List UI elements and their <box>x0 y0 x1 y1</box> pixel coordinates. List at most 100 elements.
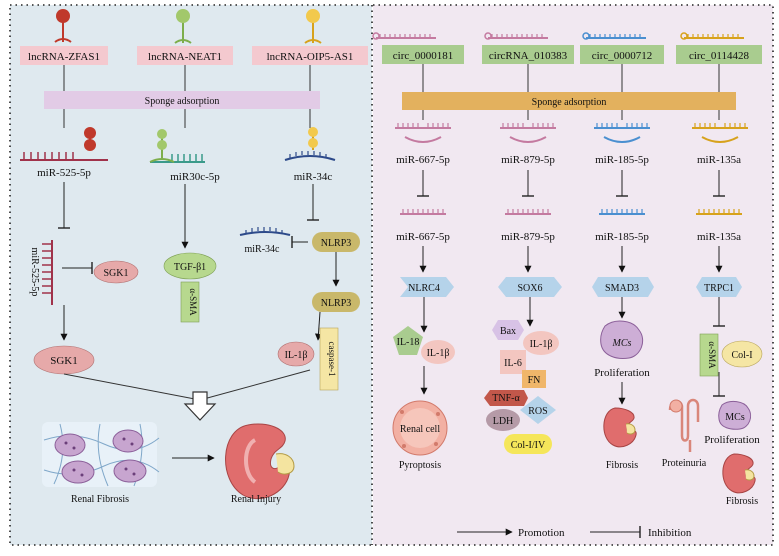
nlrp3-bottom-label: NLRP3 <box>321 298 352 309</box>
nlrp3-top-label: NLRP3 <box>321 238 352 249</box>
mir-667-5p-mid-label: miR-667-5p <box>396 231 450 243</box>
mir-667-free-icon <box>400 209 446 215</box>
circ-0000712-icon <box>582 32 646 40</box>
mcs-cell-icon-col3 <box>600 320 644 359</box>
smad3-node <box>592 277 654 297</box>
trpc1-label: TRPC1 <box>704 283 734 294</box>
circ-0114428-box <box>676 45 762 64</box>
inhibition-lines-top <box>417 170 725 197</box>
col-i-label: Col-I <box>731 350 752 361</box>
renal-cell-icon <box>392 400 448 456</box>
circ-0114428-icon <box>680 32 744 40</box>
renal-fibrosis-label: Renal Fibrosis <box>71 494 129 505</box>
lncrna-neat1-box <box>137 46 233 65</box>
il-1b-label-col2: IL-1β <box>530 339 553 350</box>
mir-879-free-icon <box>505 209 551 215</box>
fn-node <box>522 370 546 388</box>
tgf-b1-label: TGF-β1 <box>174 262 206 273</box>
lncrna-zfas1-label: lncRNA-ZFAS1 <box>28 51 100 63</box>
mcs-label-col3: MCs <box>612 338 632 349</box>
il-1b-node-left <box>277 341 315 367</box>
il-18-label: IL-18 <box>397 337 420 348</box>
kidney-icon-col4 <box>722 453 756 494</box>
col-i-node <box>721 340 763 368</box>
hollow-down-arrow-icon <box>183 391 217 421</box>
fn-label: FN <box>528 375 541 386</box>
sponge-adsorption-label-left: Sponge adsorption <box>145 96 220 107</box>
mir30c-5p-label: miR30c-5p <box>170 171 220 183</box>
tnf-a-node <box>484 390 528 406</box>
sgk1-node <box>93 260 139 284</box>
ldh-label: LDH <box>493 416 514 427</box>
mir-667-bound-icon <box>395 123 451 143</box>
sponge-adsorption-bar-left <box>44 91 320 109</box>
mir-525-vertical-icon <box>42 240 53 305</box>
caspase-1-label: caspase-1 <box>327 342 337 377</box>
promotion-label: Promotion <box>518 527 565 539</box>
mir-879-5p-mid-label: miR-879-5p <box>501 231 555 243</box>
mcs-label-col4: MCs <box>725 412 745 423</box>
fibrosis-label-col4: Fibrosis <box>726 496 758 507</box>
sgk1-label: SGK1 <box>103 268 128 279</box>
circrna-010383-icon <box>484 32 548 40</box>
fibrosis-label-col3: Fibrosis <box>606 460 638 471</box>
nephron-icon <box>668 398 700 452</box>
renal-fibrosis-icon <box>42 422 160 487</box>
tgf-b1-node <box>163 252 217 280</box>
mir-525-5p-vertical-label: miR-525-5p <box>29 248 40 297</box>
mir-525-bound-icon <box>20 127 108 161</box>
circ-0000181-box <box>382 45 464 64</box>
caspase-1-node <box>319 327 339 391</box>
a-sma-label-left: α-SMA <box>188 288 198 316</box>
mir-185-5p-mid-label: miR-185-5p <box>595 231 649 243</box>
sponge-adsorption-bar-right <box>402 92 736 110</box>
mir-135a-free-icon <box>696 209 742 215</box>
lncrna-neat1-label: lncRNA-NEAT1 <box>148 51 222 63</box>
bax-node <box>492 320 524 340</box>
nlrc4-node <box>400 277 454 297</box>
mir-34c-bound-label: miR-34c <box>245 244 281 255</box>
mir-185-5p-top-label: miR-185-5p <box>595 154 649 166</box>
a-sma-node-right <box>699 333 719 377</box>
mir-667-5p-top-label: miR-667-5p <box>396 154 450 166</box>
circ-0114428-label: circ_0114428 <box>689 50 750 62</box>
kidney-icon-col3 <box>603 407 637 448</box>
il-18-node <box>393 326 423 355</box>
il-6-node <box>500 350 526 374</box>
inhibition-label: Inhibition <box>648 527 692 539</box>
mir-185-bound-icon <box>594 123 650 143</box>
mir-135a-mid-label: miR-135a <box>697 231 741 243</box>
a-sma-node-left <box>180 281 200 323</box>
mcs-cell-icon-col4 <box>718 400 752 430</box>
circrna-010383-label: circRNA_010383 <box>489 50 568 62</box>
nlrc4-label: NLRC4 <box>408 283 440 294</box>
mir-525-5p-label: miR-525-5p <box>37 167 91 179</box>
outer-dotted-border <box>9 4 774 546</box>
kidney-icon <box>225 423 295 500</box>
tnf-a-label: TNF-α <box>492 393 520 404</box>
il-1b-label-left: IL-1β <box>285 350 308 361</box>
mir-879-bound-icon <box>500 123 556 143</box>
pyroptosis-label: Pyroptosis <box>399 460 441 471</box>
il-1b-node-col2 <box>523 331 559 355</box>
renal-cell-label: Renal cell <box>400 424 440 435</box>
circ-0000712-label: circ_0000712 <box>592 50 652 62</box>
proliferation-label-col4: Proliferation <box>704 434 760 446</box>
col-i-iv-label: Col-I/IV <box>511 440 546 451</box>
nlrp3-top-node <box>312 232 360 252</box>
proliferation-label-col3: Proliferation <box>594 367 650 379</box>
mir34c-bound-icon <box>284 127 336 161</box>
sgk1-bottom-label: SGK1 <box>50 355 78 367</box>
lncrna-oip5-hairpin-icon <box>304 9 322 44</box>
mir-879-5p-top-label: miR-879-5p <box>501 154 555 166</box>
mir-135a-top-label: miR-135a <box>697 154 741 166</box>
circ-0000181-icon <box>372 32 436 40</box>
trpc1-node <box>696 277 742 297</box>
il-1b-label-col1: IL-1β <box>427 348 450 359</box>
a-sma-label-right: α-SMA <box>707 341 717 369</box>
lncrna-oip5-as1-box <box>252 46 368 65</box>
il-1b-node-col1 <box>421 340 455 364</box>
nlrp3-bottom-node <box>312 292 360 312</box>
